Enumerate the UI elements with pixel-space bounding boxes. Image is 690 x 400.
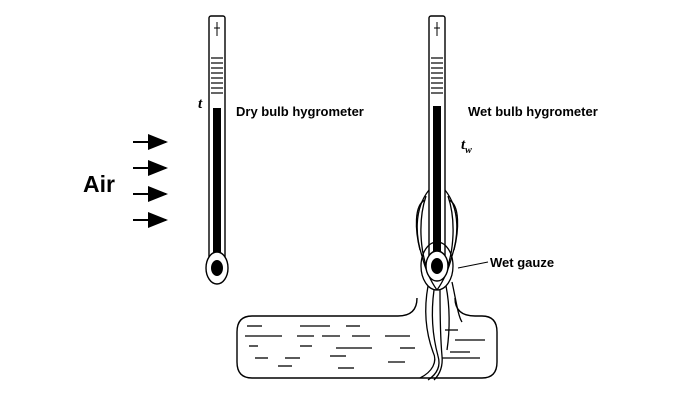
dry-bulb-thermometer xyxy=(205,15,229,285)
dry-bulb-mercury xyxy=(211,260,223,276)
wet-mercury-column xyxy=(433,106,441,256)
gauze-leader-line xyxy=(457,261,489,269)
wet-symbol-base: t xyxy=(461,137,466,153)
dry-mercury-column xyxy=(213,108,221,260)
wet-bulb-label: Wet bulb hygrometer xyxy=(468,104,598,119)
wet-scale-ticks xyxy=(431,57,443,94)
airflow-arrows xyxy=(133,134,168,228)
dry-temperature-symbol: t xyxy=(198,96,203,112)
wet-bulb-mercury xyxy=(431,258,443,274)
air-label: Air xyxy=(83,171,115,197)
wet-gauze-label: Wet gauze xyxy=(490,255,555,270)
wet-symbol-subscript: w xyxy=(465,145,472,156)
water-reservoir xyxy=(236,297,498,379)
wet-bulb xyxy=(425,250,449,282)
dry-scale-ticks xyxy=(211,57,223,94)
dry-bulb-label: Dry bulb hygrometer xyxy=(236,104,364,119)
wet-bulb-thermometer xyxy=(428,15,446,273)
wet-temperature-symbol: tw xyxy=(461,137,472,156)
water-surface-lines xyxy=(245,325,485,369)
